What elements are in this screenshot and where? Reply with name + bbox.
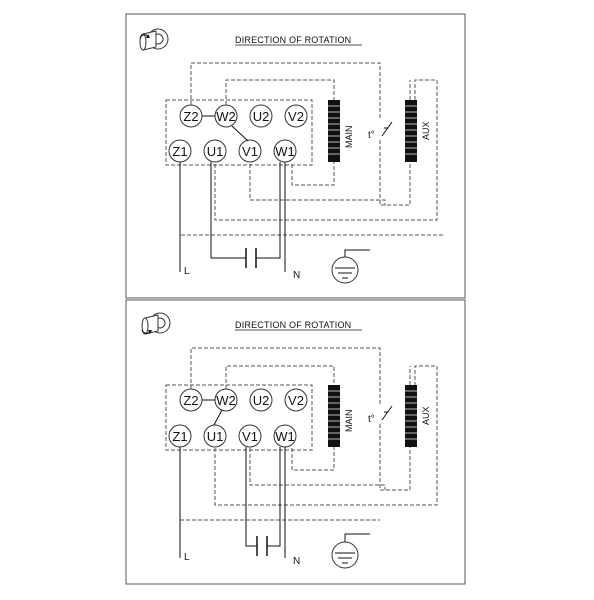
supply-wiring: L N <box>179 447 300 567</box>
terminal-u1 <box>203 424 227 448</box>
thermal-switch-blade <box>381 121 393 137</box>
terminal-u2 <box>249 104 273 128</box>
aux-winding-coil <box>405 100 417 162</box>
rotation-icon-cw <box>141 312 171 335</box>
terminal-w1-label: W1 <box>275 429 295 444</box>
terminal-u1-label: U1 <box>207 429 224 444</box>
terminal-u2 <box>249 388 273 412</box>
aux-winding-label: AUX <box>421 406 431 425</box>
terminal-v2-label: V2 <box>288 393 304 408</box>
terminal-v2 <box>284 104 308 128</box>
aux-winding: AUX <box>405 385 431 447</box>
direction-of-rotation-label: DIRECTION OF ROTATION <box>235 320 351 330</box>
terminal-w2-label: W2 <box>216 393 236 408</box>
line-L-label: L <box>184 552 190 563</box>
terminal-w1-label: W1 <box>275 144 295 159</box>
main-winding-coil <box>328 100 340 162</box>
terminal-row-top: Z2 W2 U2 V2 <box>179 104 308 128</box>
direction-of-rotation-label: DIRECTION OF ROTATION <box>235 35 351 45</box>
terminal-v1-label: V1 <box>242 429 258 444</box>
supply-wiring: L N <box>179 162 300 281</box>
terminal-z2-label: Z2 <box>183 109 198 124</box>
terminal-v1-label: V1 <box>242 144 258 159</box>
thermal-label: t° <box>368 130 375 141</box>
main-winding: MAIN <box>328 100 354 162</box>
diagram-panel-1: DIRECTION OF ROTATION Z2 W2 U2 V2 Z1 U1 … <box>125 13 466 299</box>
ground-symbol <box>331 249 370 284</box>
terminal-row-bottom: Z1 U1 V1 W1 <box>168 424 297 448</box>
terminal-u1-label: U1 <box>207 144 224 159</box>
terminal-row-top: Z2 W2 U2 V2 <box>179 388 308 412</box>
terminal-z2-label: Z2 <box>183 393 198 408</box>
terminal-w2-label: W2 <box>216 109 236 124</box>
line-L-label: L <box>184 266 190 277</box>
capacitor-wire-left <box>245 447 257 547</box>
thermal-protector-switch: t° <box>368 121 393 141</box>
terminal-row-bottom: Z1 U1 V1 W1 <box>168 139 297 163</box>
terminal-z1-label: Z1 <box>172 144 187 159</box>
terminal-u2-label: U2 <box>253 109 270 124</box>
terminal-u2-label: U2 <box>253 393 270 408</box>
terminal-v2-label: V2 <box>288 109 304 124</box>
main-winding-coil <box>328 385 340 447</box>
rotation-icon-ccw <box>139 28 169 51</box>
main-winding-label: MAIN <box>344 126 354 149</box>
terminal-block <box>165 384 313 451</box>
main-winding: MAIN <box>328 385 354 447</box>
neutral-N-label: N <box>293 556 300 567</box>
ground-symbol <box>331 533 370 569</box>
capacitor-wire-left <box>210 162 246 259</box>
diagram-panel-2: DIRECTION OF ROTATION Z2 W2 U2 V2 Z1 U1 … <box>125 299 466 585</box>
capacitor-wire-right <box>267 447 281 547</box>
aux-winding: AUX <box>405 100 431 162</box>
thermal-protector-switch: t° <box>368 405 393 425</box>
terminal-z1-label: Z1 <box>172 429 187 444</box>
aux-winding-label: AUX <box>421 121 431 140</box>
thermal-label: t° <box>368 414 375 425</box>
thermal-switch-blade <box>381 405 393 421</box>
main-winding-label: MAIN <box>344 410 354 433</box>
internal-wiring <box>179 62 445 236</box>
terminal-v1 <box>238 139 262 163</box>
link-w2-v1 <box>231 125 249 142</box>
terminal-v2 <box>284 388 308 412</box>
link-w2-u1 <box>213 409 223 426</box>
aux-winding-coil <box>405 385 417 447</box>
terminal-v1 <box>238 424 262 448</box>
capacitor-wire-right <box>256 162 281 259</box>
terminal-block <box>165 99 313 166</box>
neutral-N-label: N <box>293 270 300 281</box>
terminal-u1 <box>203 139 227 163</box>
